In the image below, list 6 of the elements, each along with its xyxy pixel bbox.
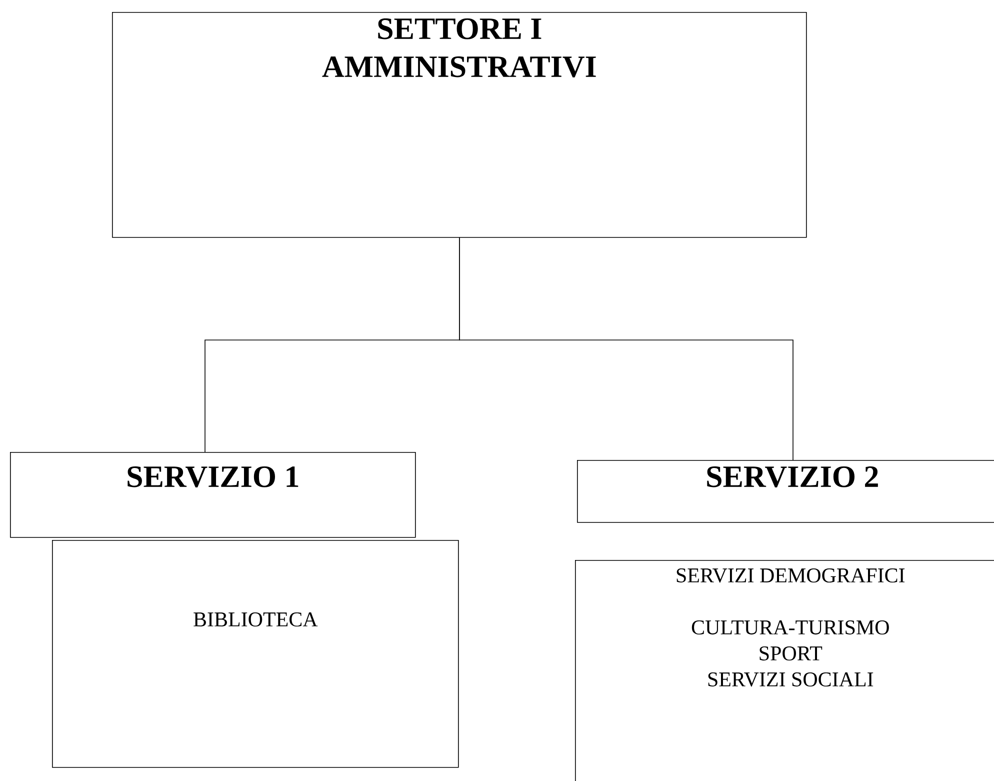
sector-box: SETTORE I AMMINISTRATIVI	[112, 12, 807, 238]
service-box: SERVIZIO 1	[10, 452, 416, 538]
office-box: SERVIZI DEMOGRAFICI CULTURA-TURISMO SPORT SERVIZI SOCIALI	[575, 560, 994, 781]
service-box: SERVIZIO 2	[577, 460, 994, 523]
connector-line	[459, 237, 794, 460]
office-box: BIBLIOTECA	[52, 540, 459, 768]
